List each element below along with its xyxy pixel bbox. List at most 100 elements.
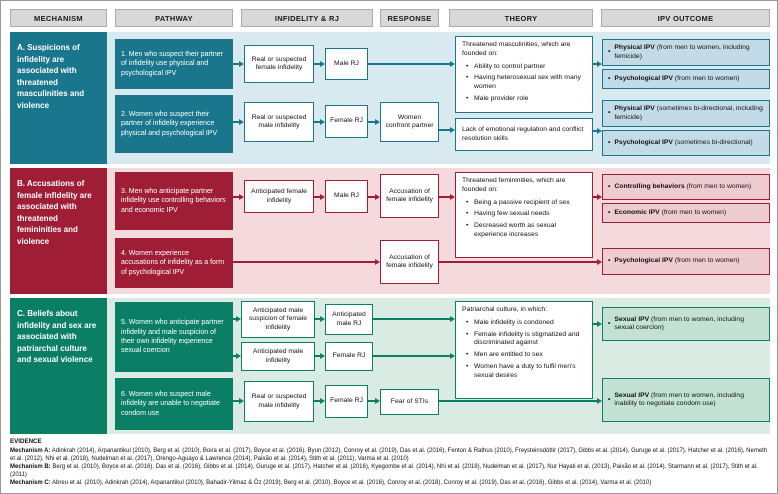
theory-bullet: Men are entitled to sex [466,351,586,360]
arrow-c5-rj-to-theory-lower [373,353,455,359]
outcome-box-psychological-ipv-a2: Psychological IPV (sometimes bi-directio… [602,130,770,156]
pathway-4-box: 4. Women experience accusations of infid… [115,238,233,288]
response-box-b4: Accusation of female infidelity [380,240,439,284]
response-box-a2: Women confront partner [380,102,439,142]
evidence-text-c: Abreu et al. (2010), Adinkrah (2014), Ar… [52,480,652,487]
outcome-text: Sexual IPV (from men to women, including… [614,316,764,333]
arrow-b4-response-to-outcome [439,259,602,265]
arrow-c5-infidelity-to-rj-lower [315,353,325,359]
outcome-detail: (from men to women) [684,182,752,190]
arrow-p5-to-infidelity-upper [233,316,241,322]
arrow-c6-response-to-outcome [439,398,602,404]
theory-intro: Patriarchal culture, in which: [462,306,547,313]
rj-box-c5-female: Female RJ [325,342,373,371]
arrow-b3-infidelity-to-rj [314,194,325,200]
outcome-text: Controlling behaviors (from men to women… [614,183,751,191]
theory-box-emotional-regulation: Lack of emotional regulation and conflic… [455,118,593,151]
outcome-term: Physical IPV [614,44,655,52]
column-header-infidelity-rj: INFIDELITY & RJ [241,9,373,27]
infidelity-box-a2: Real or suspected male infidelity [244,102,314,142]
outcome-detail: (from men to women, including femicide) [614,44,750,60]
outcome-box-economic-ipv: Economic IPV (from men to women) [602,203,770,223]
pathway-1-box: 1. Men who suspect their partner of infi… [115,39,233,89]
mechanism-b-box: B. Accusations of female infidelity are … [10,168,107,294]
outcome-text: Sexual IPV (from men to women, including… [614,392,764,409]
rj-box-b3: Male RJ [325,180,368,213]
column-header-pathway: PATHWAY [115,9,233,27]
theory-bullet: Ability to control partner [466,63,586,72]
outcome-box-sexual-ipv-c6: Sexual IPV (from men to women, including… [602,378,770,422]
theory-intro: Threatened masculinities, which are foun… [462,41,571,57]
outcome-term: Psychological IPV [614,74,673,82]
outcome-term: Economic IPV [614,208,660,216]
arrow-p1-to-infidelity [233,61,244,67]
theory-bullet-list: Being a passive recipient of sex Having … [462,199,586,240]
theory-box-patriarchal-culture: Patriarchal culture, in which: Male infi… [455,301,593,399]
evidence-entry-a: Mechanism A: Adinkrah (2014), Arpanantik… [10,447,772,463]
outcome-text: Psychological IPV (from men to women) [614,257,739,265]
arrow-c6-rj-to-response [368,398,380,404]
outcome-term: Sexual IPV [614,391,650,399]
rj-box-c5-anticipated-male: Anticipated male RJ [325,304,373,335]
arrow-p4-to-response [233,259,380,265]
outcome-term: Sexual IPV [614,315,650,323]
arrow-b3-response-to-theory [439,194,455,200]
infidelity-box-b3: Anticipated female infidelity [244,180,314,213]
outcome-detail: (from men to women) [672,257,740,265]
column-header-theory: THEORY [449,9,593,27]
theory-box-threatened-femininities: Threatened femininities, which are found… [455,172,593,258]
pathway-6-box: 6. Women who suspect male infidelity are… [115,378,233,430]
theory-bullet-list: Male infidelity is condoned Female infid… [462,319,586,381]
outcome-box-psychological-ipv-b4: Psychological IPV (from men to women) [602,248,770,275]
arrow-t3-to-outcome [593,194,602,200]
outcome-box-psychological-ipv-a1: Psychological IPV (from men to women) [602,69,770,89]
arrow-t1-to-outcome [593,61,602,67]
column-header-mechanism: MECHANISM [10,9,107,27]
theory-bullet: Having few sexual needs [466,210,586,219]
theory-bullet: Male infidelity is condoned [466,319,586,328]
theory-intro: Lack of emotional regulation and conflic… [462,125,584,142]
outcome-detail: (from men to women, including sexual coe… [614,315,744,331]
arrow-a2-response-to-theory [439,127,455,133]
evidence-label-c: Mechanism C: [10,480,51,487]
evidence-text-b: Berg et al. (2010), Boyce et al. (2016),… [10,464,758,479]
outcome-detail: (from men to women, including inability … [614,391,744,407]
arrow-a1-rj-to-theory [368,61,455,67]
arrow-t5-to-outcome [593,321,602,327]
arrow-b3-rj-to-response [368,194,380,200]
outcome-text: Psychological IPV (from men to women) [614,75,739,83]
arrow-t2-to-outcome [593,128,602,134]
outcome-text: Psychological IPV (sometimes bi-directio… [614,139,752,147]
theory-bullet: Decreased worth as sexual experience inc… [466,222,586,240]
pathway-5-box: 5. Women who anticipate partner infideli… [115,302,233,372]
arrow-p6-to-infidelity [233,398,244,404]
evidence-label-a: Mechanism A: [10,448,51,454]
evidence-label-b: Mechanism B: [10,464,51,471]
pathway-3-box: 3. Men who anticipate partner infidelity… [115,172,233,230]
theory-bullet: Women have a duty to fulfil men's sexual… [466,363,586,381]
theory-bullet: Being a passive recipient of sex [466,199,586,208]
evidence-text-a: Adinkrah (2014), Arpanantikul (2010), Be… [10,448,768,463]
outcome-detail: (from men to women) [659,208,727,216]
outcome-detail: (sometimes bi-directional, including fem… [614,105,763,121]
arrow-a2-rj-to-response [368,119,380,125]
infidelity-box-a1: Real or suspected female infidelity [244,45,314,83]
column-header-ipv-outcome: IPV OUTCOME [601,9,770,27]
mechanism-a-box: A. Suspicions of infidelity are associat… [10,32,107,164]
evidence-entry-c: Mechanism C: Abreu et al. (2010), Adinkr… [10,479,772,487]
rj-box-a1: Male RJ [325,48,368,80]
outcome-box-physical-ipv-a2: Physical IPV (sometimes bi-directional, … [602,100,770,127]
outcome-detail: (from men to women) [672,74,740,82]
theory-box-threatened-masculinities: Threatened masculinities, which are foun… [455,36,593,113]
outcome-term: Controlling behaviors [614,182,685,190]
response-box-b3: Accusation of female infidelity [380,174,439,218]
outcome-text: Physical IPV (from men to women, includi… [614,44,764,61]
evidence-title: EVIDENCE [10,438,42,445]
theory-bullet: Female infidelity is stigmatized and dis… [466,331,586,349]
arrow-a2-infidelity-to-rj [314,119,325,125]
response-box-c6: Fear of STIs [380,389,439,415]
arrow-a1-infidelity-to-rj [314,61,325,67]
rj-box-c6: Female RJ [325,385,368,418]
arrow-c5-infidelity-to-rj-upper [315,316,325,322]
